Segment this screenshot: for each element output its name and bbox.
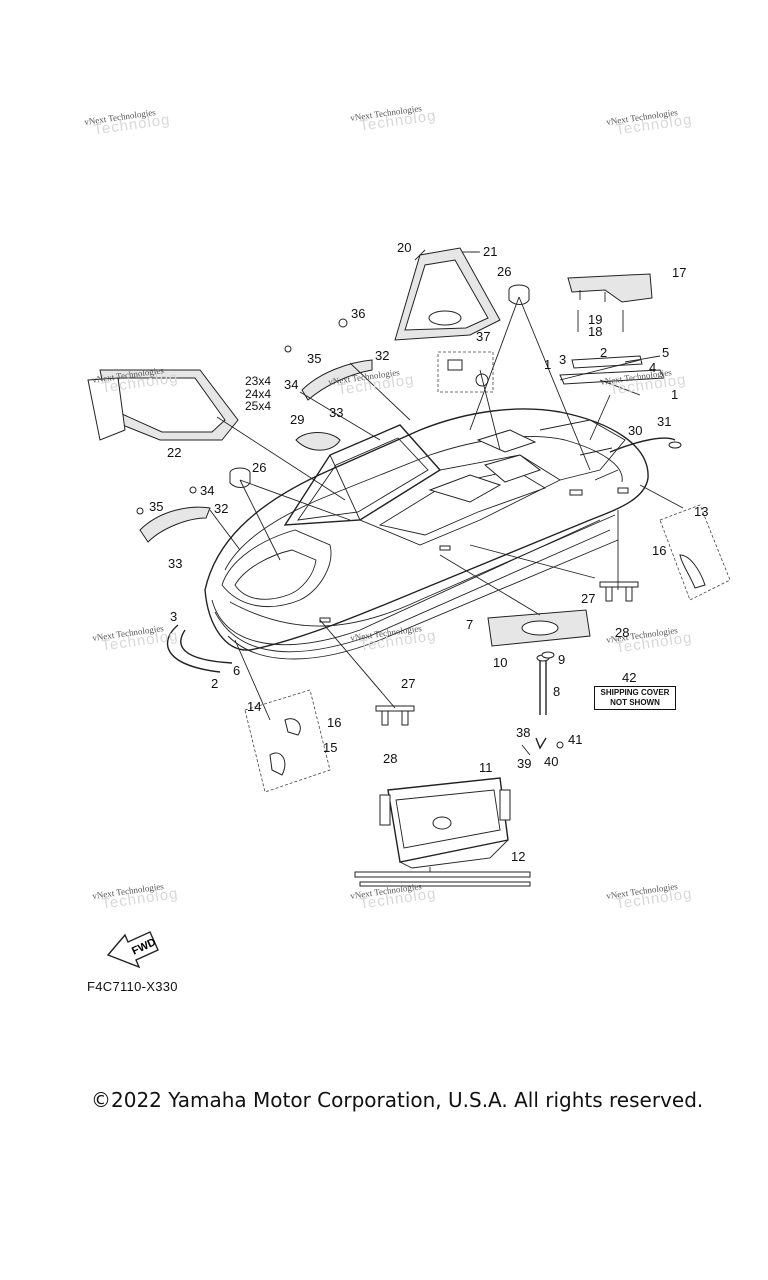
callout-26: 26 (497, 264, 512, 279)
part-17-bracket (567, 273, 653, 332)
callout-1: 1 (544, 357, 552, 372)
callout-28: 28 (383, 751, 398, 766)
callout-39: 39 (517, 756, 532, 771)
callout-32: 32 (375, 348, 390, 363)
callout-37: 37 (476, 329, 491, 344)
callout-40: 40 (544, 754, 559, 769)
callout-11: 11 (479, 760, 493, 775)
callout-31: 31 (657, 414, 672, 429)
part-30-tow-eye (609, 437, 682, 453)
callout-30: 30 (628, 423, 643, 438)
callout-4: 4 (649, 360, 657, 375)
callout-41: 41 (568, 732, 583, 747)
callout-20: 20 (397, 240, 412, 255)
callout-38: 38 (516, 725, 531, 740)
callout-6: 6 (233, 663, 241, 678)
callout-17: 17 (672, 265, 687, 280)
callout-35: 35 (307, 351, 322, 366)
callout-5: 5 (662, 345, 670, 360)
part-12-rod (354, 867, 531, 887)
callout-1: 1 (671, 387, 679, 402)
callout-32: 32 (214, 501, 229, 516)
callout-22: 22 (167, 445, 182, 460)
callout-42: 42 (622, 670, 637, 685)
callout-9: 9 (558, 652, 566, 667)
shipping-note-line-2: NOT SHOWN (610, 698, 660, 707)
callout-23: 23x4 (245, 374, 272, 388)
boat-hull (204, 408, 649, 660)
callout-2: 2 (211, 676, 219, 691)
callout-35: 35 (149, 499, 164, 514)
cleat-kits (244, 504, 731, 793)
part-27-brackets (375, 581, 639, 726)
callout-15: 15 (323, 740, 338, 755)
shipping-cover-note: SHIPPING COVER NOT SHOWN (594, 686, 676, 710)
callout-34: 34 (284, 377, 299, 392)
callout-19: 19 (588, 312, 603, 327)
callout-13: 13 (694, 504, 709, 519)
copyright-notice: ©2022 Yamaha Motor Corporation, U.S.A. A… (91, 1088, 704, 1112)
leader-lines (209, 249, 684, 721)
fwd-arrow (106, 931, 159, 969)
callout-14: 14 (247, 699, 262, 714)
callout-18: 18 (588, 324, 603, 339)
callout-2: 2 (600, 345, 608, 360)
part-22-compartment (87, 369, 239, 441)
part-20-lid (394, 247, 501, 341)
callout-12: 12 (511, 849, 526, 864)
part-1-rail (559, 355, 665, 385)
diagram-code: F4C7110-X330 (87, 979, 178, 994)
callout-21: 21 (483, 244, 498, 259)
callout-3: 3 (559, 352, 567, 367)
callout-16: 16 (327, 715, 342, 730)
shipping-note-line-1: SHIPPING COVER (600, 688, 670, 697)
callout-16: 16 (652, 543, 667, 558)
part-11-cooler (379, 777, 511, 869)
part-2-cable (166, 624, 233, 673)
callout-28: 28 (615, 625, 630, 640)
callout-7: 7 (466, 617, 474, 632)
grab-handles (136, 318, 373, 543)
part-38-clip (521, 737, 564, 756)
callout-34: 34 (200, 483, 215, 498)
part-29-mirror (295, 432, 341, 451)
callout-27: 27 (401, 676, 416, 691)
callout-3: 3 (170, 609, 178, 624)
part-8-post (536, 651, 555, 715)
part-37-kit (437, 351, 494, 393)
callout-24: 24x4 (245, 387, 272, 401)
callout-36: 36 (351, 306, 366, 321)
callout-33: 33 (168, 556, 183, 571)
callout-29: 29 (290, 412, 305, 427)
callout-27: 27 (581, 591, 596, 606)
callout-10: 10 (493, 655, 508, 670)
callout-26: 26 (252, 460, 267, 475)
callout-25: 25x4 (245, 399, 272, 413)
callout-8: 8 (553, 684, 561, 699)
part-7-cover (487, 609, 591, 647)
callout-33: 33 (329, 405, 344, 420)
